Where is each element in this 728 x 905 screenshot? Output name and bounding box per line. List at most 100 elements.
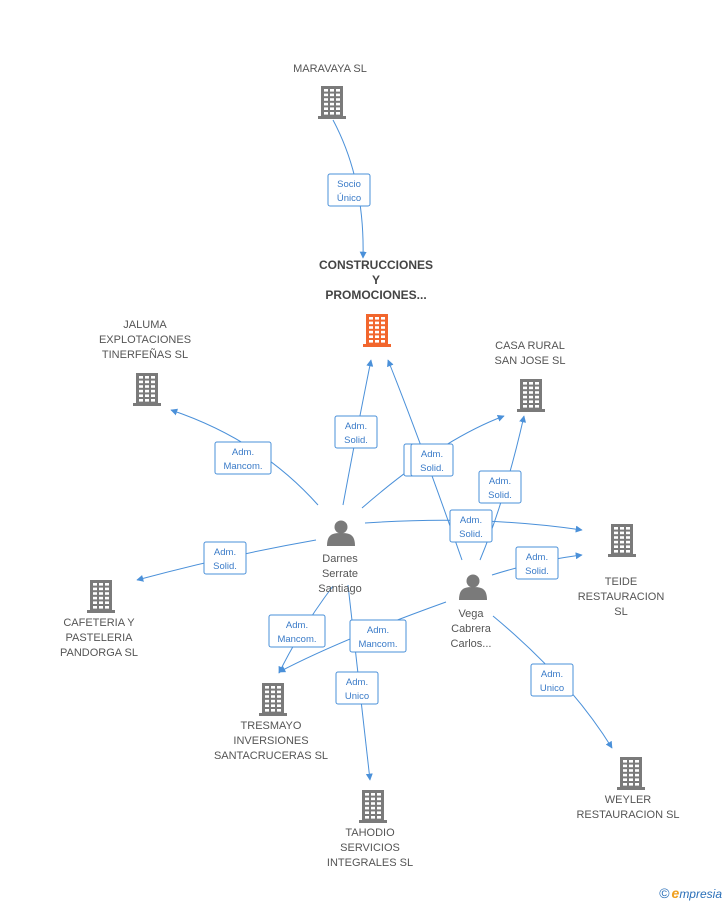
node-label: MARAVAYA SL xyxy=(293,63,367,75)
edge-label-box xyxy=(214,441,272,475)
edge-label-line: Adm. xyxy=(232,447,254,458)
edge-label-darnes-construcciones[interactable]: Adm. Solid. xyxy=(334,415,378,449)
edge-label-line: Mancom. xyxy=(277,634,316,645)
edge-label-line: Adm. xyxy=(460,515,482,526)
edge-label-line: Unico xyxy=(345,691,369,702)
edge-label-vega-teide[interactable]: Adm.Solid. xyxy=(515,546,559,580)
node-label-line: INVERSIONES xyxy=(233,735,308,747)
edge-label-text: Adm. Solid. xyxy=(488,476,512,501)
edge-label-line: Adm. xyxy=(421,449,443,460)
brand-name: mpresia xyxy=(679,887,722,901)
edge-label-text: Adm. Unico xyxy=(540,669,564,694)
building-icon xyxy=(517,379,545,412)
node-label-line: PROMOCIONES... xyxy=(325,288,426,302)
node-label-line: Carlos... xyxy=(451,638,492,650)
building-icon xyxy=(608,524,636,557)
node-label-line: EXPLOTACIONES xyxy=(99,334,191,346)
node-label-line: PASTELERIA xyxy=(65,632,133,644)
node-maravaya[interactable]: MARAVAYA SL xyxy=(293,63,367,119)
edge-label-text: Adm. Mancom. xyxy=(223,447,262,472)
node-label-line: SAN JOSE SL xyxy=(495,355,566,367)
edge-label-text: Adm. Solid. xyxy=(213,547,237,572)
edge-label-box xyxy=(334,415,378,449)
edge-label-vega-weyler[interactable]: Adm. Unico xyxy=(530,663,574,697)
edge-label-darnes-teide[interactable]: Adm.Solid. xyxy=(449,509,493,543)
node-label-line: RESTAURACION xyxy=(578,591,665,603)
person-icon xyxy=(459,574,487,600)
node-label-line: WEYLER xyxy=(605,794,652,806)
edge-label-line: Adm. xyxy=(346,677,368,688)
node-label-line: Darnes xyxy=(322,553,358,565)
edge-label-box xyxy=(335,671,379,705)
building-icon xyxy=(318,86,346,119)
node-label-line: SANTACRUCERAS SL xyxy=(214,750,328,762)
edge-label-text: Adm. Unico xyxy=(345,677,369,702)
building-icon xyxy=(87,580,115,613)
edge-label-line: Adm. xyxy=(367,625,389,636)
edge-label-text: Adm. Solid. xyxy=(344,421,368,446)
edge-label-text: Adm.Solid. xyxy=(525,552,549,577)
edge-label-box xyxy=(530,663,574,697)
edge-label-line: Solid. xyxy=(488,490,512,501)
node-label-line: SL xyxy=(614,606,627,618)
node-label-line: TINERFEÑAS SL xyxy=(102,348,188,361)
node-label-line: RESTAURACION SL xyxy=(576,809,679,821)
edge-label-line: Mancom. xyxy=(358,639,397,650)
edge-label-line: Adm. xyxy=(489,476,511,487)
edge-label-darnes-jaluma[interactable]: Adm. Mancom. xyxy=(214,441,272,475)
edge-label-line: Mancom. xyxy=(223,461,262,472)
node-weyler[interactable]: WEYLER RESTAURACION SL xyxy=(576,757,680,821)
node-label-line: TRESMAYO xyxy=(241,720,302,732)
edge-label-line: Unico xyxy=(540,683,564,694)
node-label-line: Santiago xyxy=(318,583,361,595)
edge-label-box xyxy=(410,443,454,477)
edge-label-text: Adm. Mancom. xyxy=(358,625,397,650)
node-label-line: Cabrera xyxy=(451,623,492,635)
edge-label-line: Adm. xyxy=(345,421,367,432)
edge-label-line: Adm. xyxy=(541,669,563,680)
node-label-line: SERVICIOS xyxy=(340,842,400,854)
edge-label-line: Adm. xyxy=(214,547,236,558)
edge-label-text: Adm.Solid. xyxy=(459,515,483,540)
brand-initial: e xyxy=(671,885,680,901)
edge-label-box xyxy=(478,470,522,504)
building-icon xyxy=(363,314,391,347)
edge-label-box xyxy=(349,619,407,653)
node-label: TRESMAYO INVERSIONES SANTACRUCERAS SL xyxy=(214,720,328,762)
edge-label-darnes-tresmayo[interactable]: Adm.Mancom. xyxy=(268,614,326,648)
node-label: CAFETERIA Y PASTELERIA PANDORGA SL xyxy=(60,617,138,659)
edge-label-vega-casarural[interactable]: Adm. Solid. xyxy=(478,470,522,504)
edge-label-line: Solid. xyxy=(213,561,237,572)
edge-label-darnes-cafeteria[interactable]: Adm. Solid. xyxy=(203,541,247,575)
edge-label-darnes-tahodio[interactable]: Adm. Unico xyxy=(335,671,379,705)
node-label-line: CAFETERIA Y xyxy=(63,617,135,629)
building-icon xyxy=(617,757,645,790)
building-icon xyxy=(259,683,287,716)
edge-label-darnes-casarural[interactable]: Adm. Solid. xyxy=(410,443,454,477)
node-label-line: PANDORGA SL xyxy=(60,647,138,659)
edge-label-line: Solid. xyxy=(420,463,444,474)
node-cafeteria[interactable]: CAFETERIA Y PASTELERIA PANDORGA SL xyxy=(60,580,138,659)
node-label-line: TAHODIO xyxy=(345,827,395,839)
node-label-line: Vega xyxy=(458,608,484,620)
copyright-symbol: © xyxy=(659,885,670,901)
edge-label-line: Solid. xyxy=(344,435,368,446)
node-label-line: Y xyxy=(372,273,380,287)
edge-label-vega-tresmayo[interactable]: Adm. Mancom. xyxy=(349,619,407,653)
edge-label-box xyxy=(449,509,493,543)
node-tresmayo[interactable]: TRESMAYO INVERSIONES SANTACRUCERAS SL xyxy=(214,683,328,762)
